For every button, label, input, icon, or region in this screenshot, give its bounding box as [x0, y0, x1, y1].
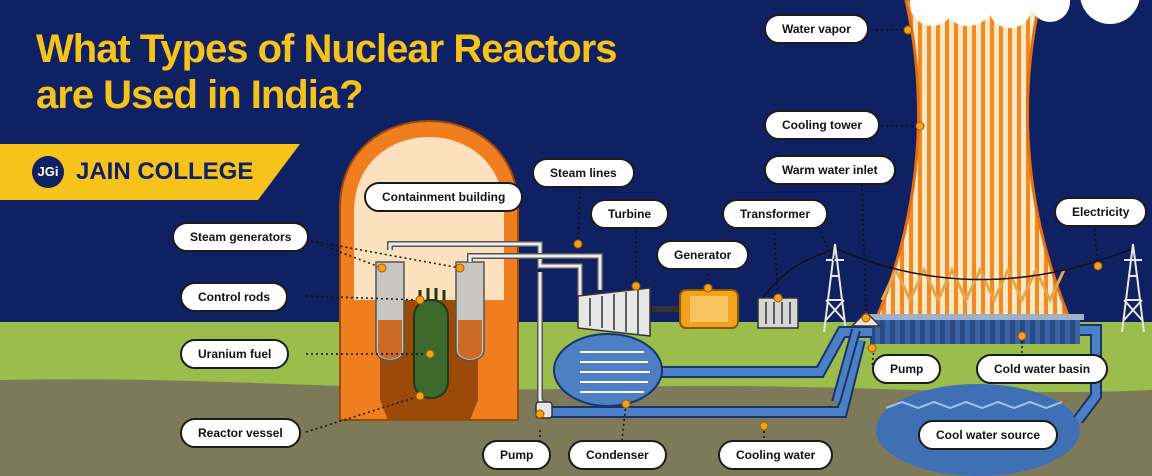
label-uranium-fuel: Uranium fuel [180, 339, 290, 369]
label-cool-water-source: Cool water source [918, 420, 1059, 450]
cooling-tower [873, 0, 1073, 322]
brand-banner: JGi JAIN COLLEGE [0, 144, 300, 200]
steam-generator-left-water [378, 320, 402, 359]
lightning-marker-icon [377, 25, 1103, 431]
turbine-blades [589, 290, 639, 334]
jgi-logo: JGi [32, 156, 64, 188]
title-line-2: are Used in India? [36, 73, 364, 117]
control-rods [418, 288, 446, 300]
basin-rim [866, 314, 1084, 320]
cold-water-basin-structure [870, 318, 1080, 344]
cooling-water-pipe [548, 339, 864, 416]
condenser-coils [580, 351, 650, 393]
label-control-rods: Control rods [180, 282, 288, 312]
label-turbine: Turbine [590, 199, 670, 229]
soil-layer [0, 379, 1152, 476]
label-condenser: Condenser [568, 440, 667, 470]
label-warm-water-inlet: Warm water inlet [764, 155, 896, 185]
label-pump-right: Pump [872, 354, 942, 384]
label-water-vapor: Water vapor [764, 14, 869, 44]
cloud-icon [910, 0, 1140, 28]
brand-name: JAIN COLLEGE [76, 158, 254, 185]
transformer-body [757, 297, 799, 329]
steam-line-2 [468, 254, 602, 290]
label-steam-generators: Steam generators [172, 222, 310, 252]
condenser [553, 333, 663, 407]
power-pylon-icon [823, 243, 1145, 333]
turbine-shaft [652, 306, 680, 312]
pond-ripples [885, 400, 1063, 410]
generator-panel [690, 296, 728, 322]
title-line-1: What Types of Nuclear Reactors [36, 27, 618, 71]
label-electricity: Electricity [1054, 197, 1148, 227]
label-generator: Generator [656, 240, 750, 270]
uranium-fuel-vessel [413, 299, 449, 399]
transformer-fins [765, 302, 791, 324]
label-cooling-tower: Cooling tower [764, 110, 880, 140]
pump-feed-pipe [833, 329, 859, 403]
label-pump-left: Pump [482, 440, 552, 470]
label-cooling-water: Cooling water [718, 440, 834, 470]
power-lines [759, 247, 1135, 303]
label-reactor-vessel: Reactor vessel [180, 418, 301, 448]
label-transformer: Transformer [722, 199, 829, 229]
page-title: What Types of Nuclear Reactors are Used … [36, 26, 618, 118]
label-containment-building: Containment building [364, 182, 524, 212]
steam-generator-right-water [458, 320, 482, 359]
label-cold-water-basin: Cold water basin [976, 354, 1109, 384]
label-steam-lines: Steam lines [532, 158, 635, 188]
